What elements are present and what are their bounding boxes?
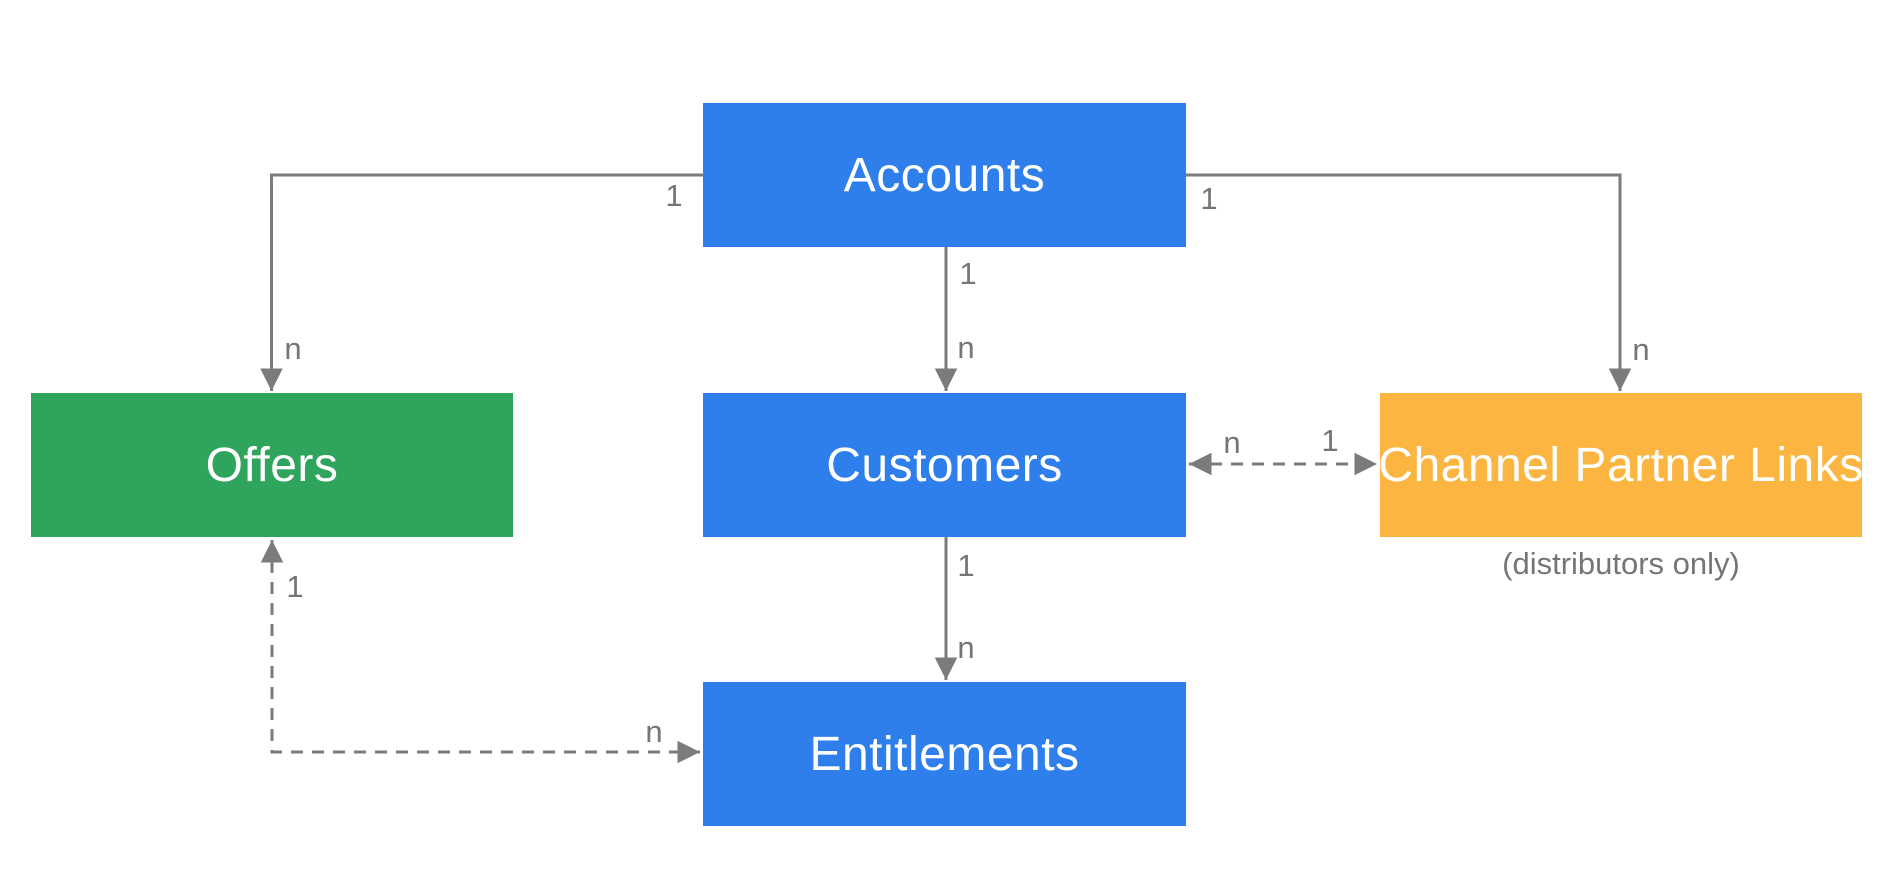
- cardinality-customers-cpl-n: n: [1223, 425, 1241, 460]
- cardinality-customers-entitlements-1: 1: [957, 548, 975, 583]
- cardinality-accounts-cpl-1: 1: [1200, 181, 1218, 216]
- node-accounts-label: Accounts: [843, 148, 1046, 202]
- cardinality-accounts-cpl-n: n: [1632, 332, 1650, 367]
- cardinality-offers-entitlements-1: 1: [286, 569, 304, 604]
- cardinality-accounts-offers-1: 1: [665, 178, 683, 213]
- edge-accounts-offers: [260, 173, 703, 391]
- cardinality-accounts-customers-n: n: [957, 330, 975, 365]
- node-channel-partner-links: Channel Partner Links: [1378, 393, 1864, 537]
- node-channel-partner-links-label: Channel Partner Links: [1378, 438, 1864, 492]
- cardinality-accounts-customers-1: 1: [959, 256, 977, 291]
- edge-offers-entitlements: [260, 540, 700, 764]
- edge-accounts-channel-partner-links: [1186, 173, 1632, 391]
- node-entitlements: Entitlements: [703, 682, 1186, 826]
- node-customers: Customers: [703, 393, 1186, 537]
- node-accounts: Accounts: [703, 103, 1186, 247]
- cardinality-customers-entitlements-n: n: [957, 630, 975, 665]
- channel-partner-links-caption: (distributors only): [1502, 546, 1740, 581]
- node-offers-label: Offers: [205, 438, 339, 492]
- node-offers: Offers: [31, 393, 513, 537]
- cardinality-offers-entitlements-n: n: [645, 714, 663, 749]
- node-entitlements-label: Entitlements: [809, 727, 1080, 781]
- cardinality-customers-cpl-1: 1: [1321, 423, 1339, 458]
- cardinality-accounts-offers-n: n: [284, 331, 302, 366]
- node-customers-label: Customers: [826, 438, 1063, 492]
